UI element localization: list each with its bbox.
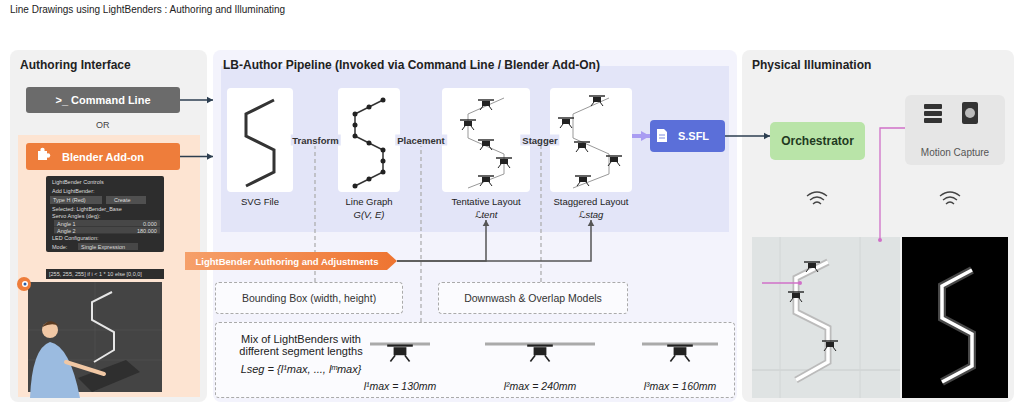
card-face [442,88,530,192]
text-label: Type H (Red) [53,197,86,203]
panel: Authoring Interface >_ Command LineBlende… [10,50,207,402]
text-label: [255, 255, 255] if i < 1 * 10 else [0,0,… [49,271,142,277]
diagram-title: Line Drawings using LightBenders : Autho… [10,4,285,15]
text-label: Mode: [52,244,67,250]
node-text: SVG File [227,196,293,207]
node-text: S.SFL [678,130,709,142]
node-text: Blender Add-on [62,151,144,163]
node-text: LightBender Authoring and Adjustments [196,256,379,267]
edge-label: Stagger [520,135,559,146]
text-label: 0.000 [143,221,157,227]
stage-card: Line GraphG(V, E) [338,88,400,220]
process-box: Orchestrator [770,122,865,160]
node-text: Downwash & Overlap Models [464,292,602,304]
edge-label: Transform [290,135,340,146]
node-text: Tentative Layout [442,196,530,207]
interface-button: Blender Add-on [26,143,180,170]
node-text: ℒstag [550,209,632,220]
text-label: Create [114,197,131,203]
stage-card: Tentative Layoutℒtent [442,88,530,220]
text-label: l²max = 240mm [504,380,577,392]
text-label: 180.000 [137,228,157,234]
text-label: Add LightBender: [52,188,95,194]
node-text: G(V, E) [338,209,400,220]
text-label: Angle 1 [57,221,76,227]
panel: Physical IlluminationOrchestratorMotion … [742,50,1014,402]
file-box: S.SFL [650,120,725,152]
node-text: >_ Command Line [55,94,150,106]
process-box: Motion Capture [905,95,1005,165]
node-text: Bounding Box (width, height) [242,292,376,304]
stage-card: Staggered Layoutℒstag [550,88,632,220]
text-label: LightBender Controls [52,179,104,185]
model-box: Downwash & Overlap Models [438,282,628,314]
interface-button: >_ Command Line [26,87,180,113]
stage-card: SVG File [227,88,293,220]
node-text: LB-Author Pipeline (Invoked via Command … [213,50,737,80]
text-label: OR [96,120,110,130]
node-text: Mix of LightBenders with different segme… [226,333,376,357]
node-text: ℒtent [442,209,530,220]
node-text: Staggered Layout [550,196,632,207]
card-face [227,88,293,192]
card-face [550,88,632,192]
text-label: Angle 2 [57,228,76,234]
node-text: Line Graph [338,196,400,207]
edge-label: Placement [395,135,447,146]
node-text: Lseg = {l¹max, ..., lᵐmax} [226,363,376,375]
text-label: Selected: LightBender_Base [52,206,122,212]
node-text: Authoring Interface [10,50,207,80]
model-box: Bounding Box (width, height) [215,282,403,314]
node-text: Orchestrator [781,134,854,148]
text-label: LED Configuration: [52,235,98,241]
text-label: Single Expression [81,244,125,250]
card-face [338,88,400,192]
authoring-band: LightBender Authoring and Adjustments [185,252,397,270]
text-label: Servo Angles (deg): [52,213,100,219]
node-text: Physical Illumination [742,50,1014,80]
text-label: l¹max = 130mm [364,380,437,392]
text-label: l³max = 160mm [644,380,717,392]
panel: LB-Author Pipeline (Invoked via Command … [213,50,737,402]
node-text: Motion Capture [921,147,989,158]
